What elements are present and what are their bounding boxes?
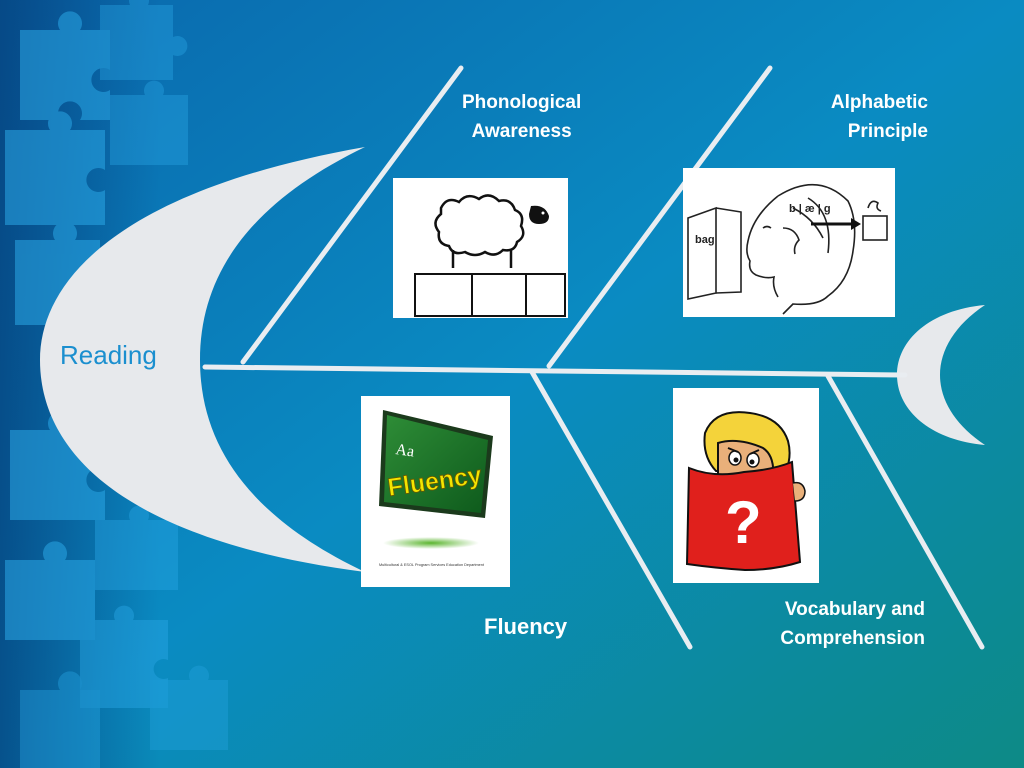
fine-print-text: Multicultural & ESOL Program Services Ed… [379,563,485,567]
branch-label-phonological: Phonological Awareness [462,92,582,142]
branch-label-vocabulary: Vocabulary and Comprehension [780,599,925,649]
rib-fluency [529,369,693,650]
branch-label-alphabetic: Alphabetic Principle [830,92,928,142]
question-mark-text: ? [725,489,762,556]
head-label: Reading [60,340,157,370]
fish-head-crescent [40,147,365,572]
spine-line [202,364,908,378]
fluency-card: Aa Fluency Multicultural & ESOL Program … [361,396,510,587]
alphabetic-card: bag b | æ | g [683,168,895,317]
chalkboard-illustration: Aa Fluency Multicultural & ESOL Program … [379,410,493,567]
rib-alphabetic [546,65,773,369]
sheep-illustration [414,194,566,317]
child-reading-illustration: bag b | æ | g [687,183,888,315]
rib-vocabulary [825,373,985,650]
rib-phonological [240,65,464,365]
vocabulary-card: ? [673,388,819,583]
sheep-card [393,178,568,318]
child-with-book-illustration: ? [685,411,806,572]
branch-label-fluency: Fluency [484,614,568,639]
fish-tail-crescent [897,305,985,445]
bag-word-text: bag [695,234,715,246]
board-letters-text: Aa [394,441,415,460]
phoneme-text: b | æ | g [789,203,831,215]
puzzle-pieces-decoration [5,0,228,768]
